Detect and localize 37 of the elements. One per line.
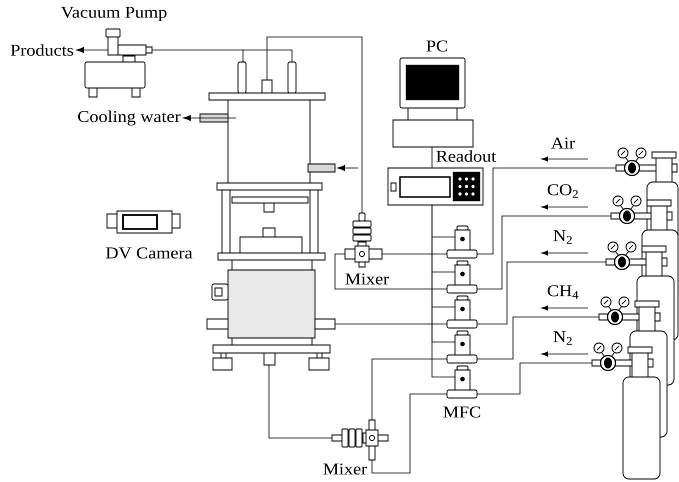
device-label: Mixer — [323, 463, 368, 475]
edge-label: Air — [550, 136, 576, 150]
flow-label: Cooling water — [78, 110, 180, 126]
part-label: MFC — [443, 406, 480, 418]
flow-controller — [446, 366, 478, 398]
flow-controller — [446, 260, 478, 294]
flow-controller — [446, 226, 478, 258]
pipe-line — [334, 254, 448, 290]
pipe-line — [476, 316, 600, 360]
edge-label: N$_{2}$ — [552, 229, 574, 245]
pipe-line — [476, 262, 606, 324]
edge-label: CO$_{2}$ — [546, 183, 580, 199]
device-label: Mixer — [345, 273, 390, 285]
flow-arrow — [337, 165, 358, 171]
pipe-line — [266, 36, 362, 214]
pipe-line — [268, 364, 332, 438]
flow-controller — [446, 330, 478, 364]
pipe-line — [372, 394, 448, 474]
reactor-vessel — [200, 62, 336, 184]
chamber-drawing — [206, 260, 336, 370]
pipe-line — [372, 358, 448, 420]
flow-controller — [446, 296, 478, 328]
flow-label: Products — [10, 44, 74, 56]
device-label: Vacuum Pump — [61, 6, 166, 22]
signal-cable — [432, 204, 456, 378]
pipe-line — [476, 216, 612, 290]
device-label: DV Camera — [106, 247, 192, 259]
pipe-line — [476, 362, 592, 394]
flow-arrow — [76, 47, 108, 53]
pipe-line — [476, 168, 616, 254]
edge-label: CH$_{4}$ — [546, 284, 580, 300]
device-label: Readout — [436, 150, 496, 162]
edge-label: N$_{2}$ — [552, 330, 574, 346]
pipe-line — [152, 50, 292, 62]
device-label: PC — [426, 40, 448, 52]
gas-cylinder — [592, 342, 660, 480]
flow-arrow — [183, 115, 236, 121]
